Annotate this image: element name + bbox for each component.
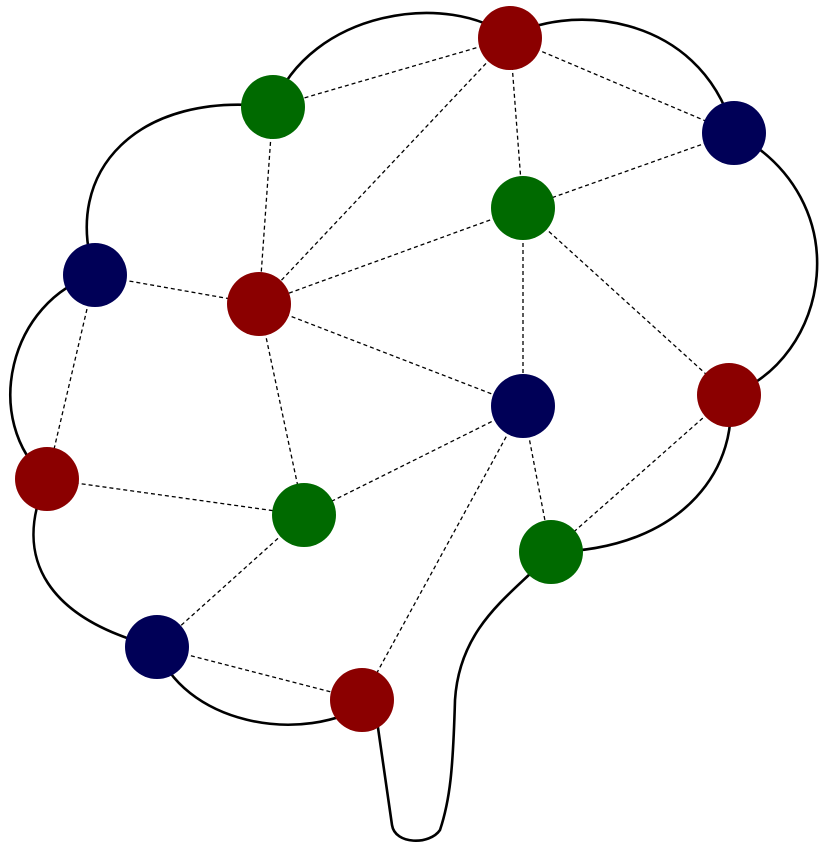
network-nodes <box>15 6 766 732</box>
edge-n1-n3 <box>509 37 735 134</box>
edge-n4-n8 <box>522 207 730 396</box>
node-blue-n5 <box>63 243 127 307</box>
node-green-n10 <box>272 483 336 547</box>
edge-n1-n6 <box>258 37 511 305</box>
edge-n10-n12 <box>156 514 305 648</box>
edge-n12-n13 <box>156 646 363 701</box>
node-blue-n12 <box>125 615 189 679</box>
edge-n6-n10 <box>258 303 305 516</box>
network-edges <box>46 37 735 701</box>
node-red-n8 <box>697 363 761 427</box>
edge-n8-n11 <box>550 394 730 553</box>
node-red-n9 <box>15 447 79 511</box>
node-red-n13 <box>330 668 394 732</box>
node-red-n1 <box>478 6 542 70</box>
edge-n3-n4 <box>522 132 735 209</box>
edge-n7-n10 <box>303 405 524 516</box>
node-blue-n7 <box>491 374 555 438</box>
edge-n2-n6 <box>258 106 274 305</box>
brain-outline <box>9 11 819 842</box>
edge-n4-n6 <box>258 207 524 305</box>
node-green-n2 <box>241 75 305 139</box>
node-green-n4 <box>491 176 555 240</box>
node-red-n6 <box>227 272 291 336</box>
edge-n7-n13 <box>361 405 524 701</box>
edge-n6-n7 <box>258 303 524 407</box>
node-green-n11 <box>519 520 583 584</box>
edge-n1-n2 <box>272 37 511 108</box>
edge-n9-n10 <box>46 478 305 516</box>
node-blue-n3 <box>702 101 766 165</box>
